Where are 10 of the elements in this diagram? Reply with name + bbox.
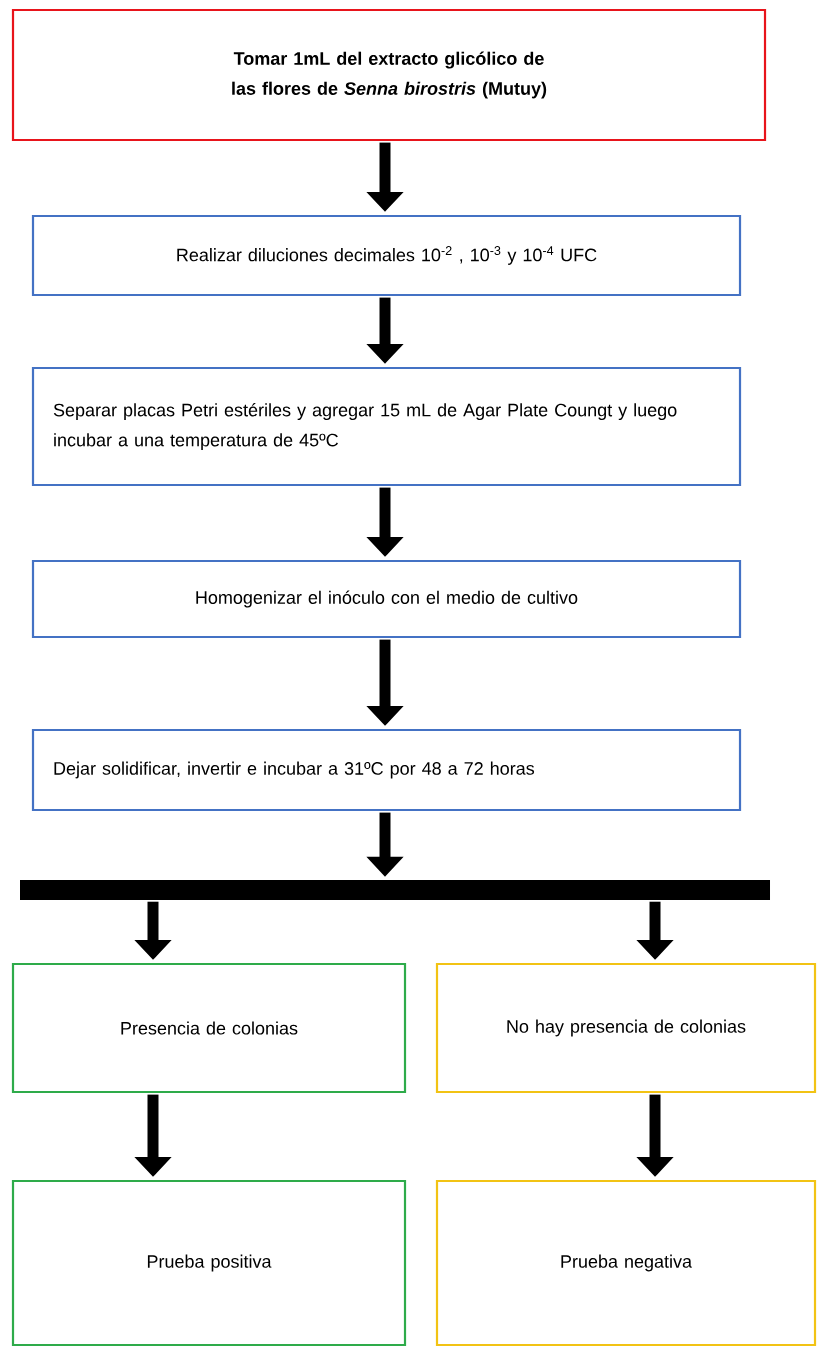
process-box: Realizar diluciones decimales 10$^{-2}$ , 10$^{-3}$ y 10$^{-4}$ UFC — [31, 214, 742, 297]
junction-bar — [20, 880, 770, 900]
process-box: Separar placas Petri estériles y agregar 15 mL de Agar Plate Coungt y luego incubar a una temperatura de 45ºC — [31, 366, 742, 487]
process-box: Presencia de colonias — [11, 962, 407, 1094]
process-box: Prueba negativa — [435, 1179, 817, 1347]
process-box: Dejar solidificar, invertir e incubar a 31ºC por 48 a 72 horas — [31, 728, 742, 812]
process-box: Prueba positiva — [11, 1179, 407, 1347]
process-box: Tomar 1mL del extracto glicólico de las flores de Senna birostris (Mutuy) — [11, 8, 767, 142]
process-box: No hay presencia de colonias — [435, 962, 817, 1094]
process-box: Homogenizar el inóculo con el medio de cultivo — [31, 559, 742, 639]
